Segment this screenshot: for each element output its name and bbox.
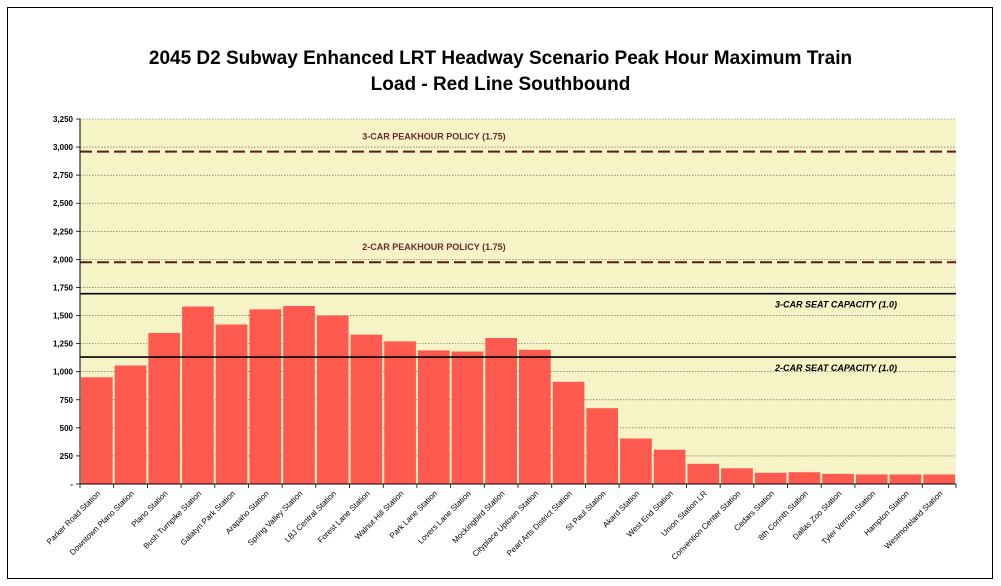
bar	[620, 438, 652, 484]
bar	[249, 309, 282, 484]
chart-title: 2045 D2 Subway Enhanced LRT Headway Scen…	[0, 46, 1001, 98]
bar	[721, 468, 753, 484]
bar	[384, 341, 416, 484]
bar	[653, 449, 686, 484]
y-tick-label: -	[70, 480, 73, 489]
bar	[417, 350, 450, 484]
x-tick-label: Cityplace Uptown Station	[471, 489, 541, 559]
bar	[350, 334, 383, 484]
bar	[182, 306, 214, 484]
bar	[519, 349, 551, 484]
y-tick-label: 1,000	[53, 368, 74, 377]
y-tick-label: 2,500	[53, 199, 74, 208]
x-tick-label: Parker Road Station	[45, 489, 102, 546]
y-tick-label: 2,750	[53, 171, 74, 180]
bar	[586, 408, 619, 484]
bar	[822, 473, 854, 484]
x-tick-label: Westmoreland Station	[883, 489, 945, 551]
bar	[215, 324, 248, 484]
bar	[283, 305, 315, 484]
policy-label: 2-CAR PEAKHOUR POLICY (1.75)	[362, 242, 505, 252]
bar	[148, 332, 181, 484]
y-tick-label: 1,750	[53, 283, 74, 292]
bar	[485, 338, 517, 484]
bar	[923, 474, 955, 484]
bar	[552, 381, 585, 484]
chart-title-line2: Load - Red Line Southbound	[370, 74, 631, 95]
bar	[788, 472, 821, 484]
y-tick-label: 1,500	[53, 312, 74, 321]
y-tick-label: 750	[60, 396, 74, 405]
y-tick-label: 2,000	[53, 255, 74, 264]
capacity-label: 2-CAR SEAT CAPACITY (1.0)	[774, 363, 897, 373]
bar	[451, 351, 484, 484]
y-tick-label: 2,250	[53, 227, 74, 236]
y-tick-label: 3,000	[53, 143, 74, 152]
bar	[889, 474, 922, 484]
y-tick-label: 250	[60, 452, 74, 461]
bar	[114, 365, 147, 484]
y-tick-label: 500	[60, 424, 74, 433]
y-tick-label: 3,250	[53, 115, 74, 124]
bar	[855, 474, 888, 484]
x-tick-label: Downtown Plano Station	[68, 489, 136, 557]
x-tick-label: Pearl Arts District Station	[505, 489, 574, 558]
bar	[81, 377, 113, 484]
capacity-label: 3-CAR SEAT CAPACITY (1.0)	[775, 300, 897, 310]
x-tick-label: Bush Turnpike Station	[142, 489, 204, 551]
x-tick-label: Convention Center Station	[670, 489, 743, 562]
chart-title-line1: 2045 D2 Subway Enhanced LRT Headway Scen…	[148, 48, 853, 69]
bar	[316, 315, 349, 484]
policy-label: 3-CAR PEAKHOUR POLICY (1.75)	[362, 132, 505, 142]
bar	[754, 472, 787, 484]
bar	[687, 463, 720, 484]
y-tick-label: 1,250	[53, 340, 74, 349]
